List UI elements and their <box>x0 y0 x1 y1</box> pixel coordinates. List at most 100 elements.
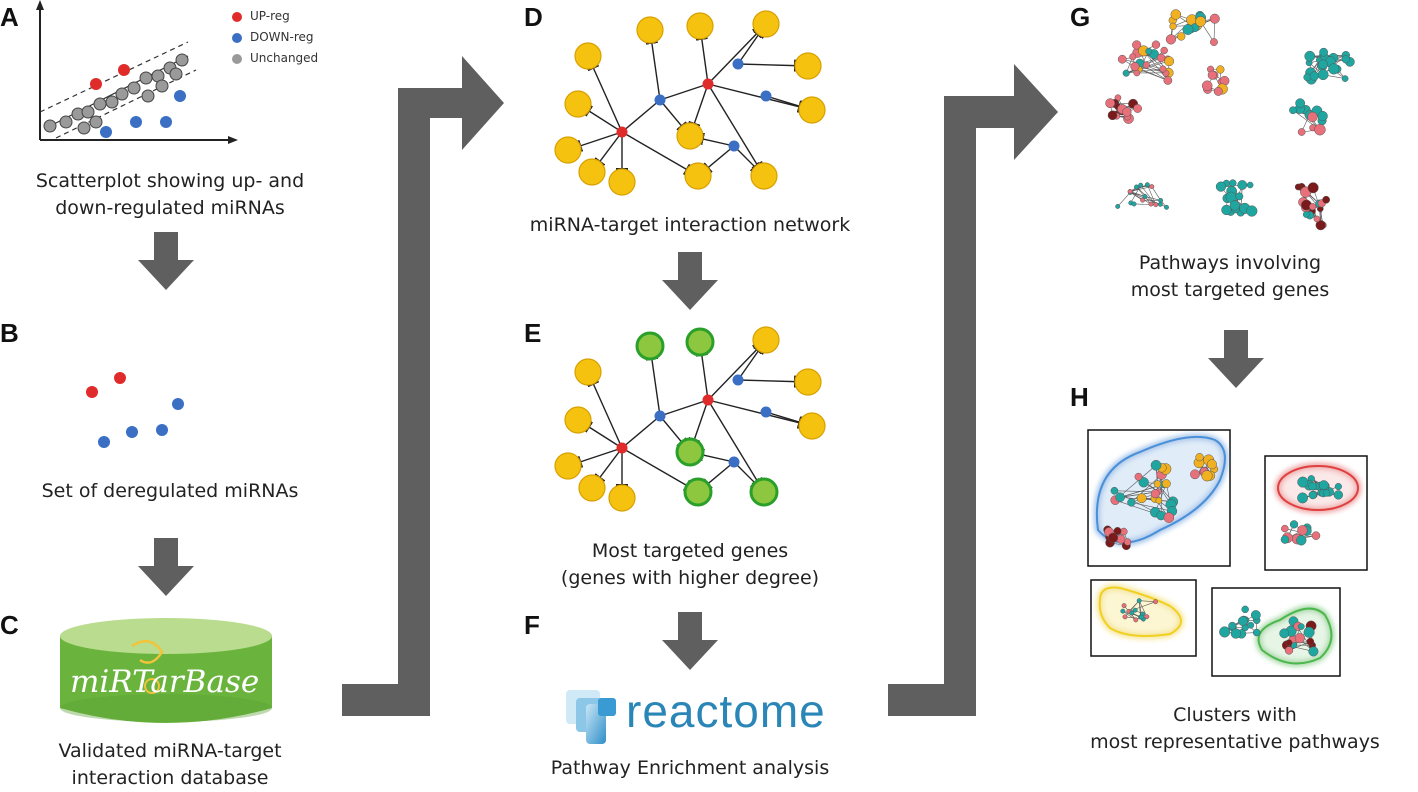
caption-d: miRNA-target interaction network <box>520 212 860 239</box>
pathway-node <box>1140 197 1146 203</box>
pathway-node <box>1210 38 1218 47</box>
pathway-edge <box>1120 496 1173 502</box>
hub-gene-node <box>683 477 713 507</box>
scatter-point-unchanged <box>77 121 91 135</box>
pathway-node <box>1117 54 1127 64</box>
scatter-point-unchanged <box>59 115 73 129</box>
pathway-node <box>1285 639 1293 647</box>
caption-c-line-2: interaction database <box>71 767 269 789</box>
pathway-node <box>1121 603 1127 609</box>
pathway-node <box>1252 628 1261 637</box>
reactome-logo-text: reactome <box>626 685 826 737</box>
pathway-node <box>1161 479 1171 489</box>
pathway-node <box>1247 621 1255 629</box>
pathway-node <box>1113 527 1122 535</box>
gene-node <box>798 412 826 440</box>
network-edge <box>621 447 691 492</box>
caption-c-line-1: Validated miRNA-target <box>58 740 282 762</box>
pathway-node <box>1105 98 1116 109</box>
scatter-point-down <box>174 90 186 102</box>
pathway-node <box>1165 34 1177 45</box>
pathway-node <box>1281 524 1289 533</box>
scatter-point-unchanged <box>81 105 95 119</box>
caption-a-line-2: down-regulated miRNAs <box>55 197 285 219</box>
pathway-node <box>1133 104 1142 113</box>
scatter-point-down <box>160 116 172 128</box>
pathway-node <box>1322 195 1330 204</box>
pathway-node <box>1213 86 1223 96</box>
pathway-node <box>1149 184 1155 190</box>
pathway-node <box>1155 497 1163 504</box>
pathway-node <box>1164 204 1169 210</box>
pathway-node <box>1279 628 1290 639</box>
network-edge <box>737 30 765 65</box>
pathway-node <box>1127 498 1136 507</box>
pathway-node <box>1308 481 1317 491</box>
pathway-node <box>1122 69 1130 77</box>
pathway-node <box>1219 626 1231 638</box>
pathway-node <box>1115 203 1121 209</box>
network-edge <box>707 28 762 85</box>
pathway-node <box>1136 493 1147 504</box>
network-edge <box>659 399 709 417</box>
network-edge <box>645 41 661 101</box>
network-edge <box>737 59 797 72</box>
pathway-node <box>1229 179 1237 187</box>
pathway-node <box>1153 202 1159 208</box>
caption-e: Most targeted genes (genes with higher d… <box>520 538 860 592</box>
pathway-node <box>1297 525 1308 536</box>
gene-node <box>564 406 592 434</box>
pathway-node <box>1110 486 1119 495</box>
caption-f: Pathway Enrichment analysis <box>520 755 860 782</box>
pathway-node <box>1215 181 1227 192</box>
mirna-up-node <box>702 394 714 406</box>
gene-node <box>608 168 636 196</box>
pathway-node <box>1237 180 1248 190</box>
pathway-node <box>1221 204 1232 216</box>
pathway-edge <box>1124 600 1140 618</box>
down-arrows <box>138 232 1264 670</box>
pathway-node <box>1122 107 1132 117</box>
pathway-node <box>1129 53 1137 61</box>
mirtarbase-logo-text: miRTarBase <box>70 664 260 700</box>
mirna-target-network <box>554 10 826 196</box>
pathway-node <box>1132 607 1138 613</box>
hub-gene-node <box>749 477 779 507</box>
pathway-node <box>1317 69 1329 81</box>
caption-g: Pathways involving most targeted genes <box>1080 250 1380 304</box>
reactome-logo-mark <box>566 690 616 744</box>
pathway-networks <box>1105 9 1355 231</box>
pathway-node <box>1297 128 1306 136</box>
gene-node <box>564 90 592 118</box>
scatter-point-unchanged <box>169 67 183 81</box>
pathway-node <box>1148 201 1154 207</box>
gene-node <box>608 484 636 512</box>
caption-h-line-1: Clusters with <box>1173 704 1297 726</box>
pathway-edge <box>1139 600 1156 602</box>
network-edge <box>594 447 623 483</box>
caption-g-line-1: Pathways involving <box>1138 252 1322 274</box>
pathway-node <box>1132 40 1142 50</box>
scatter-point-unchanged <box>89 115 103 129</box>
scatter-point-unchanged <box>141 89 155 103</box>
down-arrow-4 <box>662 612 718 670</box>
pathway-node <box>1341 55 1350 64</box>
most-targeted-genes-network <box>554 326 826 512</box>
gene-node <box>676 122 704 150</box>
gene-node <box>750 162 778 190</box>
pathway-node <box>1303 73 1312 82</box>
pathway-node <box>1138 477 1149 488</box>
panel-label-e: E <box>524 318 542 348</box>
pathway-node <box>1304 50 1316 62</box>
network-edge <box>707 83 763 169</box>
caption-e-line-1: Most targeted genes <box>591 540 789 562</box>
pathway-node <box>1150 489 1160 499</box>
pathway-edge <box>1131 502 1173 512</box>
flow-arrow-2 <box>888 64 1058 716</box>
pathway-edge <box>1130 192 1152 205</box>
network-edge <box>707 399 763 485</box>
pathway-node <box>1297 492 1309 504</box>
gene-node <box>794 368 822 396</box>
network-edge <box>688 399 709 443</box>
